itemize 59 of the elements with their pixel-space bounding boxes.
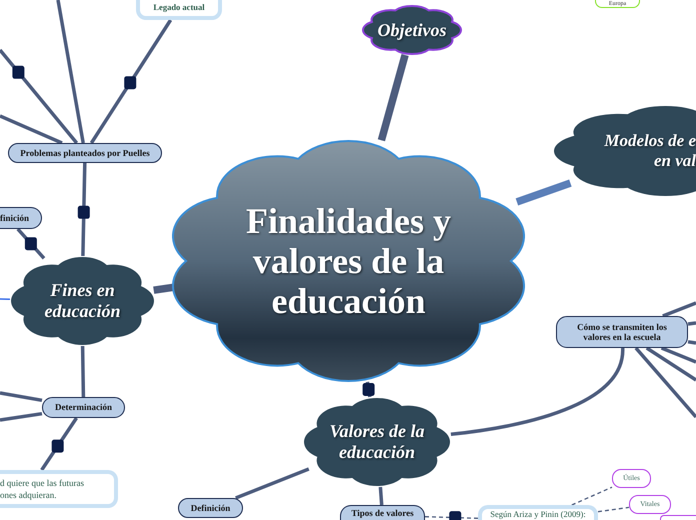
dashed-connector: [572, 486, 612, 506]
topic-title: Objetivos: [376, 20, 448, 40]
subtopic-label: Tipos de valores: [350, 508, 415, 518]
connector-line: [516, 180, 572, 206]
tag-node: [612, 469, 651, 488]
note-card: [478, 505, 598, 520]
connector-line: [153, 284, 174, 294]
topic-title: Fines en educación: [44, 280, 122, 322]
note-text: Según Ariza y Pinin (2009):: [490, 510, 586, 520]
subtopic-label: Problemas planteados por Puelles: [19, 148, 151, 158]
connector-line: [366, 382, 372, 398]
connector-line: [0, 412, 42, 422]
connector-line: [40, 417, 78, 471]
connector-line: [660, 346, 696, 364]
connector-line: [688, 340, 696, 345]
subtopic-node: [178, 498, 243, 518]
connector-line: [16, 228, 46, 260]
subtopic-label: Cómo se transmiten los valores en la escuela: [576, 322, 668, 342]
topic-title: Modelos de e en val: [603, 131, 696, 171]
connector-line: [81, 162, 87, 256]
central-topic-cloud: [172, 140, 525, 382]
connector-line: [450, 348, 624, 436]
dashed-connector: [598, 506, 630, 512]
subtopic-label: Definición: [190, 502, 232, 514]
connector-line: [0, 114, 63, 145]
subtopic-label: finición: [0, 212, 30, 224]
connector-line: [0, 391, 42, 402]
connector-line: [646, 346, 696, 382]
subtopic-node: [556, 316, 688, 348]
note-text: Legado actual: [153, 3, 205, 13]
subtopic-node: [42, 397, 125, 418]
note-card: [136, 0, 222, 20]
connector-line: [378, 486, 384, 506]
connector-line: [235, 467, 310, 500]
topic-cloud: [362, 5, 462, 55]
connector-line: [378, 54, 409, 142]
subtopic-node: [8, 143, 162, 163]
topic-cloud: [303, 397, 451, 487]
note-text: d quiere que las futuras ones adquieran.: [0, 477, 85, 501]
subtopic-label: Determinación: [54, 402, 113, 413]
dashed-connector: [424, 516, 478, 519]
topic-cloud: [553, 105, 696, 197]
connector-line: [688, 321, 696, 326]
topic-cloud: [10, 256, 155, 346]
tag-node: [629, 495, 671, 514]
empty-tag-node: [660, 515, 696, 520]
tag-node: [595, 0, 640, 8]
connector-line: [80, 346, 86, 398]
connector-line: [56, 0, 85, 144]
connector-line: [90, 19, 172, 144]
note-card: [0, 470, 118, 508]
connector-line: [0, 48, 78, 144]
connector-line: [0, 298, 10, 300]
connector-line: [662, 301, 696, 318]
subtopic-node: [340, 505, 425, 520]
central-topic-title: Finalidades y valores de la educación: [244, 201, 452, 321]
connector-line: [634, 346, 696, 418]
topic-title: Valores de la educación: [328, 421, 426, 463]
subtopic-node: [0, 207, 42, 229]
